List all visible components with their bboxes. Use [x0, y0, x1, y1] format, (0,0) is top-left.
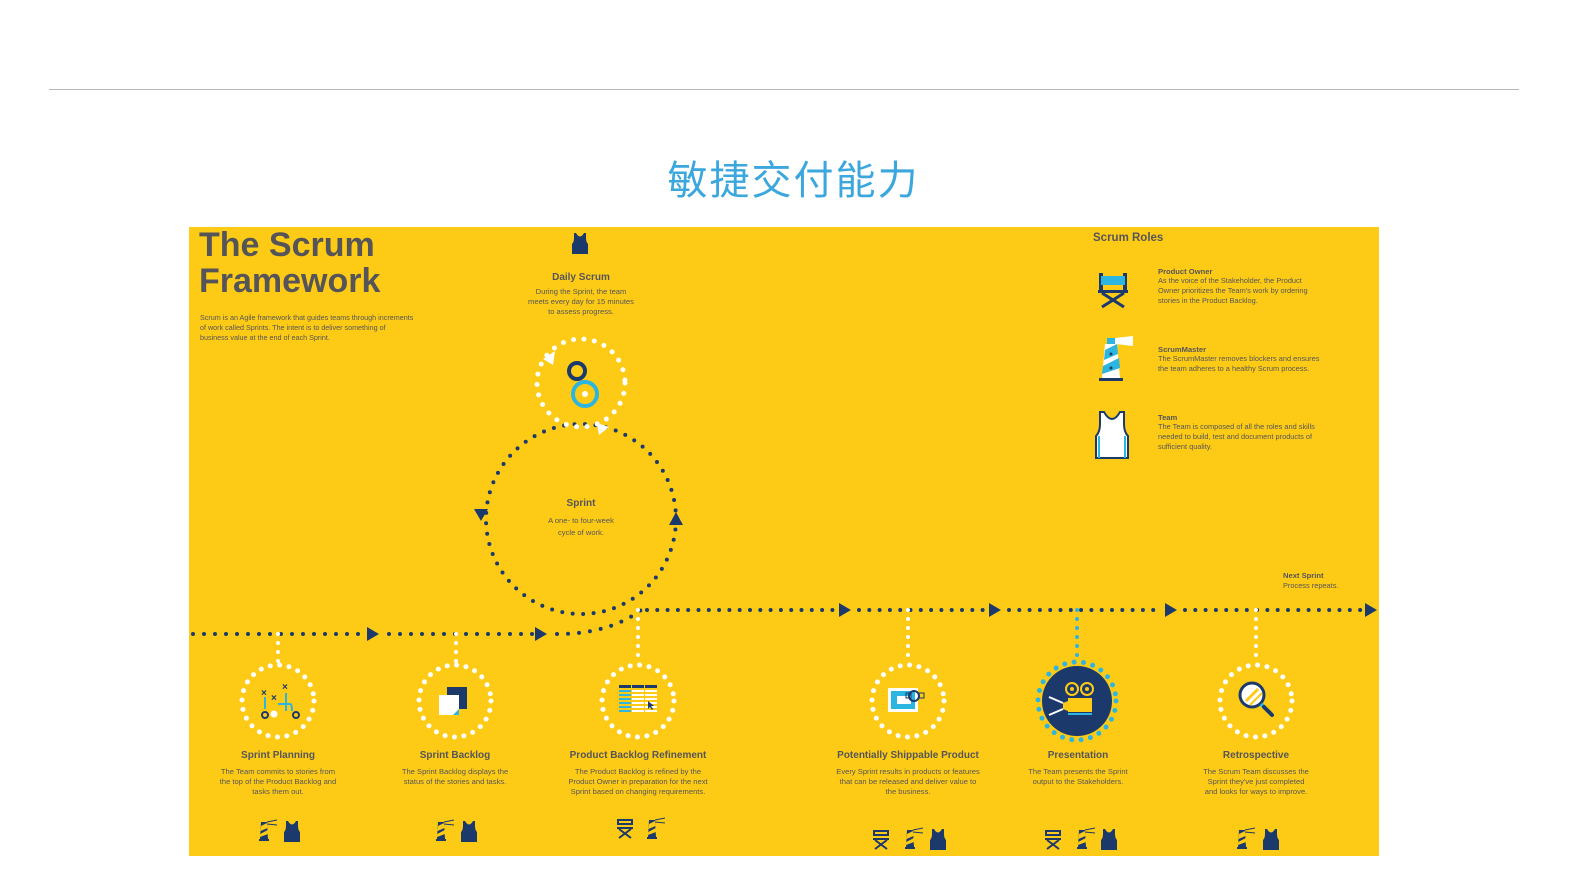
jersey-icon [567, 230, 591, 256]
header-divider [49, 89, 1519, 90]
daily-scrum-desc: During the Sprint, the team meets every … [528, 287, 634, 316]
step-sprint-backlog: Sprint Backlog The Sprint Backlog displa… [401, 750, 509, 786]
svg-text:×: × [261, 688, 267, 699]
poster-title-line2: Framework [199, 262, 381, 300]
sprint-title: Sprint [566, 498, 596, 509]
next-sprint-block: Next Sprint Process repeats. [1283, 571, 1338, 590]
next-sprint-title: Next Sprint [1283, 571, 1324, 580]
poster-title-line1: The Scrum [199, 227, 375, 264]
poster-intro: Scrum is an Agile framework that guides … [200, 313, 414, 342]
poster-title: The Scrum Framework [199, 227, 380, 299]
svg-text:×: × [282, 682, 288, 693]
role-scrummaster: ScrumMaster The ScrumMaster removes bloc… [1158, 345, 1320, 373]
stamp-icon [879, 673, 937, 729]
svg-text:×: × [271, 693, 277, 704]
flow-diagram: × × × [191, 233, 1377, 850]
daily-sync-icon [549, 347, 613, 411]
daily-scrum-title: Daily Scrum [552, 272, 610, 283]
step-potentially-shippable-product: Potentially Shippable Product Every Spri… [836, 750, 980, 796]
slide-title: 敏捷交付能力 [667, 158, 920, 204]
step-presentation: Presentation The Team presents the Sprin… [1028, 750, 1128, 786]
sprint-block: Sprint A one- to four-week cycle of work… [511, 498, 651, 539]
backlog-table-icon [609, 673, 667, 729]
scrum-roles-title: Scrum Roles [1093, 232, 1164, 244]
next-sprint-desc: Process repeats. [1283, 581, 1339, 590]
daily-scrum-block: Daily Scrum During the Sprint, the team … [501, 272, 661, 317]
magnifier-icon [1227, 673, 1285, 729]
scrum-framework-infographic: × × × [189, 227, 1379, 856]
role-product-owner: Product Owner As the voice of the Stakeh… [1158, 267, 1308, 305]
jersey-icon [1094, 410, 1130, 460]
play-diagram-icon [249, 673, 307, 729]
step-product-backlog-refinement: Product Backlog Refinement The Product B… [568, 750, 708, 796]
role-team: Team The Team is composed of all the rol… [1158, 413, 1315, 451]
step-sprint-planning: Sprint Planning The Team commits to stor… [219, 750, 337, 796]
sprint-desc: A one- to four-week cycle of work. [548, 516, 614, 537]
director-chair-icon [1094, 269, 1134, 311]
lighthouse-icon [1094, 335, 1134, 385]
step-retrospective: Retrospective The Scrum Team discusses t… [1203, 750, 1309, 796]
sticky-notes-icon [427, 673, 485, 729]
projector-icon [1042, 666, 1112, 736]
